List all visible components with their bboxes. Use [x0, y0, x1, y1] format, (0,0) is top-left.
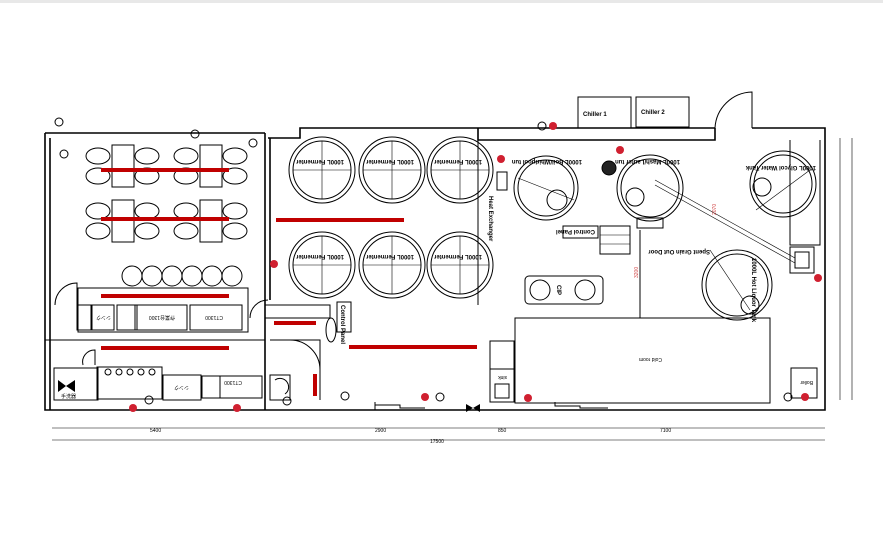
heat-exchanger[interactable]: Heat Exchanger — [487, 171, 508, 242]
sink-unit[interactable]: sink — [489, 340, 515, 403]
fermenters: 1000L Fermenter 1000L Fermenter 1000L Fe… — [288, 136, 494, 299]
red-markers — [101, 168, 477, 396]
seating — [85, 144, 248, 287]
mash-tun-label: 1000L Mash/Lauter tun — [615, 158, 680, 164]
fermenter-label: 1000L Fermenter — [365, 253, 414, 259]
fermenter-5[interactable]: 1000L Fermenter — [358, 231, 426, 299]
platform-stairs — [599, 225, 631, 255]
fermenter-3[interactable]: 1000L Fermenter — [426, 136, 494, 204]
dimension-2: 2900 — [375, 428, 386, 434]
worktable-label: 作業台1300 — [149, 314, 175, 321]
fermenter-label: 1000L Fermenter — [295, 158, 344, 164]
sink-jp-label: シンク — [96, 314, 111, 320]
hot-liquor-label: 1000L Hot Liquor Tank — [750, 258, 756, 323]
whirlpool-tun[interactable]: 1000L Boil/Whirlpool tun — [511, 155, 582, 221]
bar-counter[interactable]: 作業台1300 CT1300 シンク — [76, 287, 249, 333]
fermenter-4[interactable]: 1000L Fermenter — [288, 231, 356, 299]
dimension-4: 7100 — [660, 428, 671, 434]
fermenter-label: 1000L Fermenter — [295, 253, 344, 259]
pipe — [654, 179, 815, 274]
cold-room-label: Cold room — [639, 356, 662, 362]
fermenter-label: 1000L Fermenter — [433, 253, 482, 259]
chiller-1-label: Chiller 1 — [583, 112, 607, 118]
fermenter-2[interactable]: 1000L Fermenter — [358, 136, 426, 204]
glycol-tank[interactable]: 1000L Glycol Water Tank — [745, 150, 817, 218]
fermenter-label: 1000L Fermenter — [433, 158, 482, 164]
dimension-red-a: 3200 — [634, 267, 640, 278]
dimension-total: 17500 — [430, 439, 444, 445]
ct1300-label: CT1300 — [224, 379, 242, 385]
dimension-1: 5400 — [150, 428, 161, 434]
kitchen-counter[interactable]: シンク CT1300 — [96, 366, 263, 401]
chiller-1[interactable]: Chiller 1 — [577, 96, 632, 129]
cold-room[interactable]: Cold room — [514, 317, 771, 404]
hand-sink[interactable]: 手洗器 — [53, 367, 99, 401]
valve-icon — [466, 404, 480, 412]
dimension-3: 850 — [498, 428, 507, 434]
window-top-edge — [0, 0, 883, 3]
chiller-2-label: Chiller 2 — [641, 110, 665, 116]
fermenter-label: 1000L Fermenter — [365, 158, 414, 164]
control-panel[interactable]: Control Panel — [556, 225, 599, 239]
spent-grain-door-label: Spent Grain Out Door — [648, 248, 710, 254]
glycol-tank-label: 1000L Glycol Water Tank — [745, 164, 816, 170]
fermenter-6[interactable]: 1000L Fermenter — [426, 231, 494, 299]
cip-label: CIP — [555, 285, 561, 295]
chiller-2[interactable]: Chiller 2 — [635, 96, 690, 128]
control-panel-2[interactable]: Control Panel — [325, 301, 352, 344]
toilet[interactable] — [269, 374, 291, 401]
control-panel-label: Control Panel — [556, 228, 595, 234]
sink-jp-label: シンク — [174, 384, 189, 390]
mash-tun[interactable]: 1000L Mash/Lauter tun — [601, 154, 684, 229]
hand-sink-label: 手洗器 — [61, 393, 76, 400]
control-panel-2-label: Control Panel — [339, 305, 345, 344]
cip-unit[interactable]: CIP — [524, 275, 604, 305]
fermenter-1[interactable]: 1000L Fermenter — [288, 136, 356, 204]
boiler-label: Boiler — [800, 379, 813, 385]
outlet-markers — [54, 117, 822, 412]
dimension-red-b: 2070 — [712, 204, 718, 215]
heat-exchanger-label: Heat Exchanger — [487, 196, 493, 242]
walls — [44, 91, 853, 441]
hot-liquor-tank[interactable]: 1000L Hot Liquor Tank — [701, 249, 773, 323]
whirlpool-label: 1000L Boil/Whirlpool tun — [511, 158, 582, 164]
sink-label: sink — [498, 374, 507, 380]
ct1300-label: CT1300 — [205, 314, 223, 320]
